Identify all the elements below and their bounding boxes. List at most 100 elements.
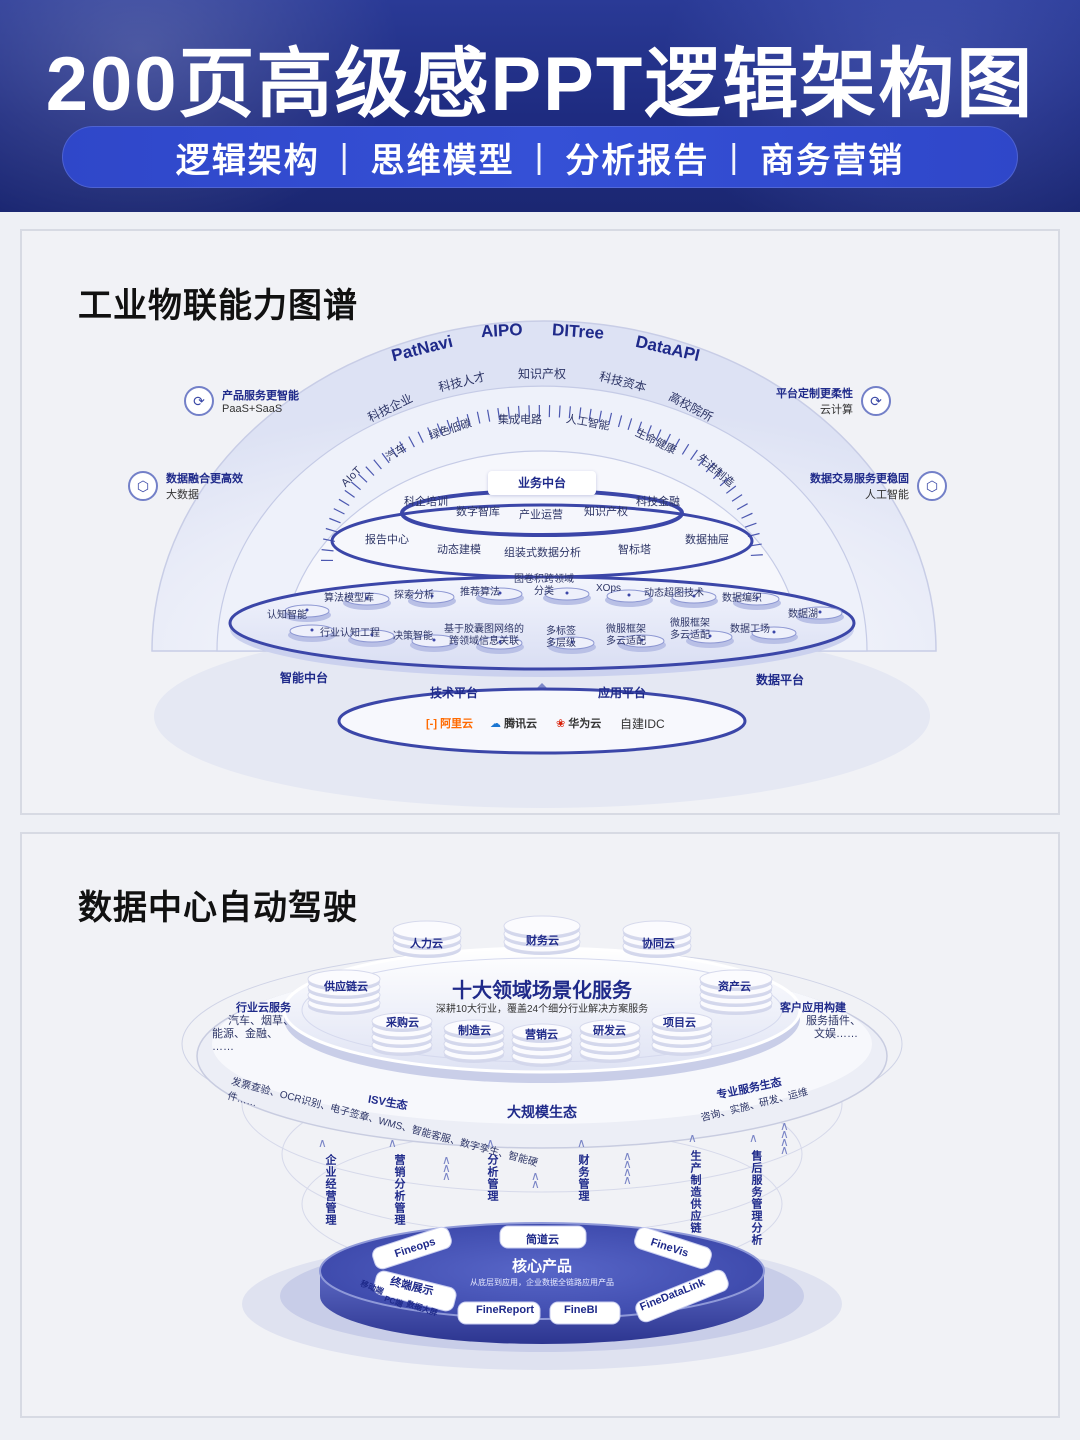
tencent-cloud-icon: ☁ <box>490 718 501 730</box>
pillar-label: 营销分析管理 <box>393 1154 405 1226</box>
cloud-ring <box>337 687 747 755</box>
middle-ring-item: 动态建模 <box>437 544 481 556</box>
panel-industrial-iot: 工业物联能力图谱 <box>20 229 1060 815</box>
pillar-label: 财务管理 <box>577 1154 589 1202</box>
chevron-up-icon: ∧ <box>577 1136 586 1150</box>
tech-item: 动态超图技术 <box>644 588 704 599</box>
core-segment <box>635 1269 729 1323</box>
stack-layer <box>699 969 773 989</box>
core-segment <box>634 1227 712 1269</box>
cloud-vendor: ❀ 华为云 <box>556 715 601 731</box>
arc-label-second: 知识产权 <box>518 367 567 381</box>
platform-label: 应用平台 <box>598 686 647 700</box>
cube-icon: ⬡ <box>917 471 947 501</box>
feature-card-left: ⬡ 数据融合更高效 大数据 <box>128 467 243 505</box>
tag-item: 分析报告 <box>565 141 710 180</box>
cloud-name: 腾讯云 <box>504 718 538 730</box>
tech-item: XOps <box>596 583 622 594</box>
cycle-icon: ⟳ <box>184 386 214 416</box>
chevron-up-icon: ∧ <box>486 1136 495 1150</box>
disc-dot <box>818 610 822 614</box>
stack-layer <box>392 920 462 940</box>
tag-item: 商务营销 <box>760 141 905 180</box>
panel-title: 数据中心自动驾驶 <box>78 889 358 927</box>
stack-layer <box>511 1023 573 1041</box>
disc-dot <box>498 640 502 644</box>
tech-item: 数据湖 <box>788 609 818 620</box>
card-sub: PaaS+SaaS <box>222 403 283 415</box>
ecosystem-title: 大规模生态 <box>507 1104 577 1120</box>
tech-item: 多标签多层级 <box>546 626 576 649</box>
business-item: 科企培训 <box>404 496 448 508</box>
stack-layer <box>443 1019 505 1037</box>
tech-item: 图卷积跨领域分类 <box>514 574 574 597</box>
core-segment <box>457 1301 541 1325</box>
card-title: 数据交易服务更稳固 <box>810 473 909 485</box>
stack-layer <box>622 920 692 940</box>
stack-layer <box>371 1012 433 1030</box>
page-title: 200页高级感PPT逻辑架构图 <box>45 42 1035 127</box>
business-platform-title: 业务中台 <box>488 471 596 495</box>
customer-app-note: 客户应用构建 服务插件、 文娱…… <box>780 1002 861 1041</box>
cloud-name: 阿里云 <box>440 718 474 730</box>
tech-item: 探索分析 <box>394 590 434 601</box>
service-subtitle: 深耕10大行业，覆盖24个细分行业解决方案服务 <box>435 1004 649 1015</box>
tech-disc-group <box>283 587 844 654</box>
disc-dot <box>755 596 759 600</box>
industry-cloud-note: 行业云服务 汽车、烟草、 能源、金融、 …… <box>212 1002 294 1054</box>
disc-dot <box>370 633 374 637</box>
chevron-up-icon: ∧ <box>388 1136 397 1150</box>
disc-dot <box>305 608 309 612</box>
core-subtitle: 从底层到应用，企业数据全链路应用产品 <box>470 1278 614 1287</box>
note-title: 行业云服务 <box>236 1002 291 1014</box>
tech-item: 数据编织 <box>722 593 762 604</box>
business-item: 科技金融 <box>636 496 680 508</box>
cloud-service-label: 财务云 <box>526 935 559 947</box>
note-line: 文娱…… <box>814 1028 858 1040</box>
aliyun-icon: [-] <box>426 718 437 730</box>
business-item: 知识产权 <box>584 506 628 518</box>
platform-label: 智能中台 <box>280 671 329 685</box>
disc-dot <box>310 628 314 632</box>
disc-dot <box>708 634 712 638</box>
cloud-service-label: 协同云 <box>642 938 675 950</box>
middle-ring-item: 报告中心 <box>365 534 409 546</box>
pillar-label: 售后服务管理分析 <box>750 1150 762 1246</box>
chevron-up-icon: ∧∧∧ <box>442 1153 451 1183</box>
chevron-up-icon: ∧ <box>318 1136 327 1150</box>
tag-separator: | <box>339 137 351 176</box>
disc-dot <box>498 591 502 595</box>
card-sub: 云计算 <box>820 404 853 416</box>
stack-layer <box>579 1019 641 1037</box>
cloud-vendor: ☁ 腾讯云 <box>490 715 537 731</box>
tag-item: 逻辑架构 <box>175 141 320 180</box>
service-title: 十大领域场景化服务 <box>452 980 632 1002</box>
platform-label: 技术平台 <box>430 686 479 700</box>
cloud-service-label: 制造云 <box>458 1025 491 1037</box>
disc-dot <box>565 591 569 595</box>
middle-ring-item: 数据抽屉 <box>685 534 729 546</box>
disc-dot <box>627 593 631 597</box>
cloud-vendor: [-] 阿里云 <box>426 715 473 731</box>
cloud-service-label: 项目云 <box>663 1017 696 1029</box>
card-title: 数据融合更高效 <box>166 473 243 485</box>
cloud-service-label: 人力云 <box>410 938 443 950</box>
tech-item: 推荐算法 <box>460 587 500 598</box>
dome-diagram <box>151 320 937 808</box>
disc-dot <box>772 630 776 634</box>
core-segment <box>549 1301 621 1325</box>
disc-dot <box>692 594 696 598</box>
feature-card-right: 平台定制更柔性 云计算 ⟳ <box>776 382 891 420</box>
tech-item: 基于胶囊图网络的跨领域信息关联 <box>444 624 524 647</box>
tech-item: 认知智能 <box>267 610 307 621</box>
chevron-up-icon: ∧∧ <box>531 1169 540 1191</box>
tag-item: 思维模型 <box>370 141 515 180</box>
core-segment <box>499 1225 587 1249</box>
tech-item: 微服框架多云适配 <box>606 624 646 647</box>
tag-bar: 逻辑架构 | 思维模型 | 分析报告 | 商务营销 <box>62 126 1018 188</box>
business-item: 数字智库 <box>456 506 500 518</box>
note-line: 汽车、烟草、 <box>228 1015 294 1027</box>
feature-card-left: ⟳ 产品服务更智能 PaaS+SaaS <box>184 382 299 420</box>
middle-ring-item: 组装式数据分析 <box>504 547 581 559</box>
card-title: 平台定制更柔性 <box>776 388 853 400</box>
